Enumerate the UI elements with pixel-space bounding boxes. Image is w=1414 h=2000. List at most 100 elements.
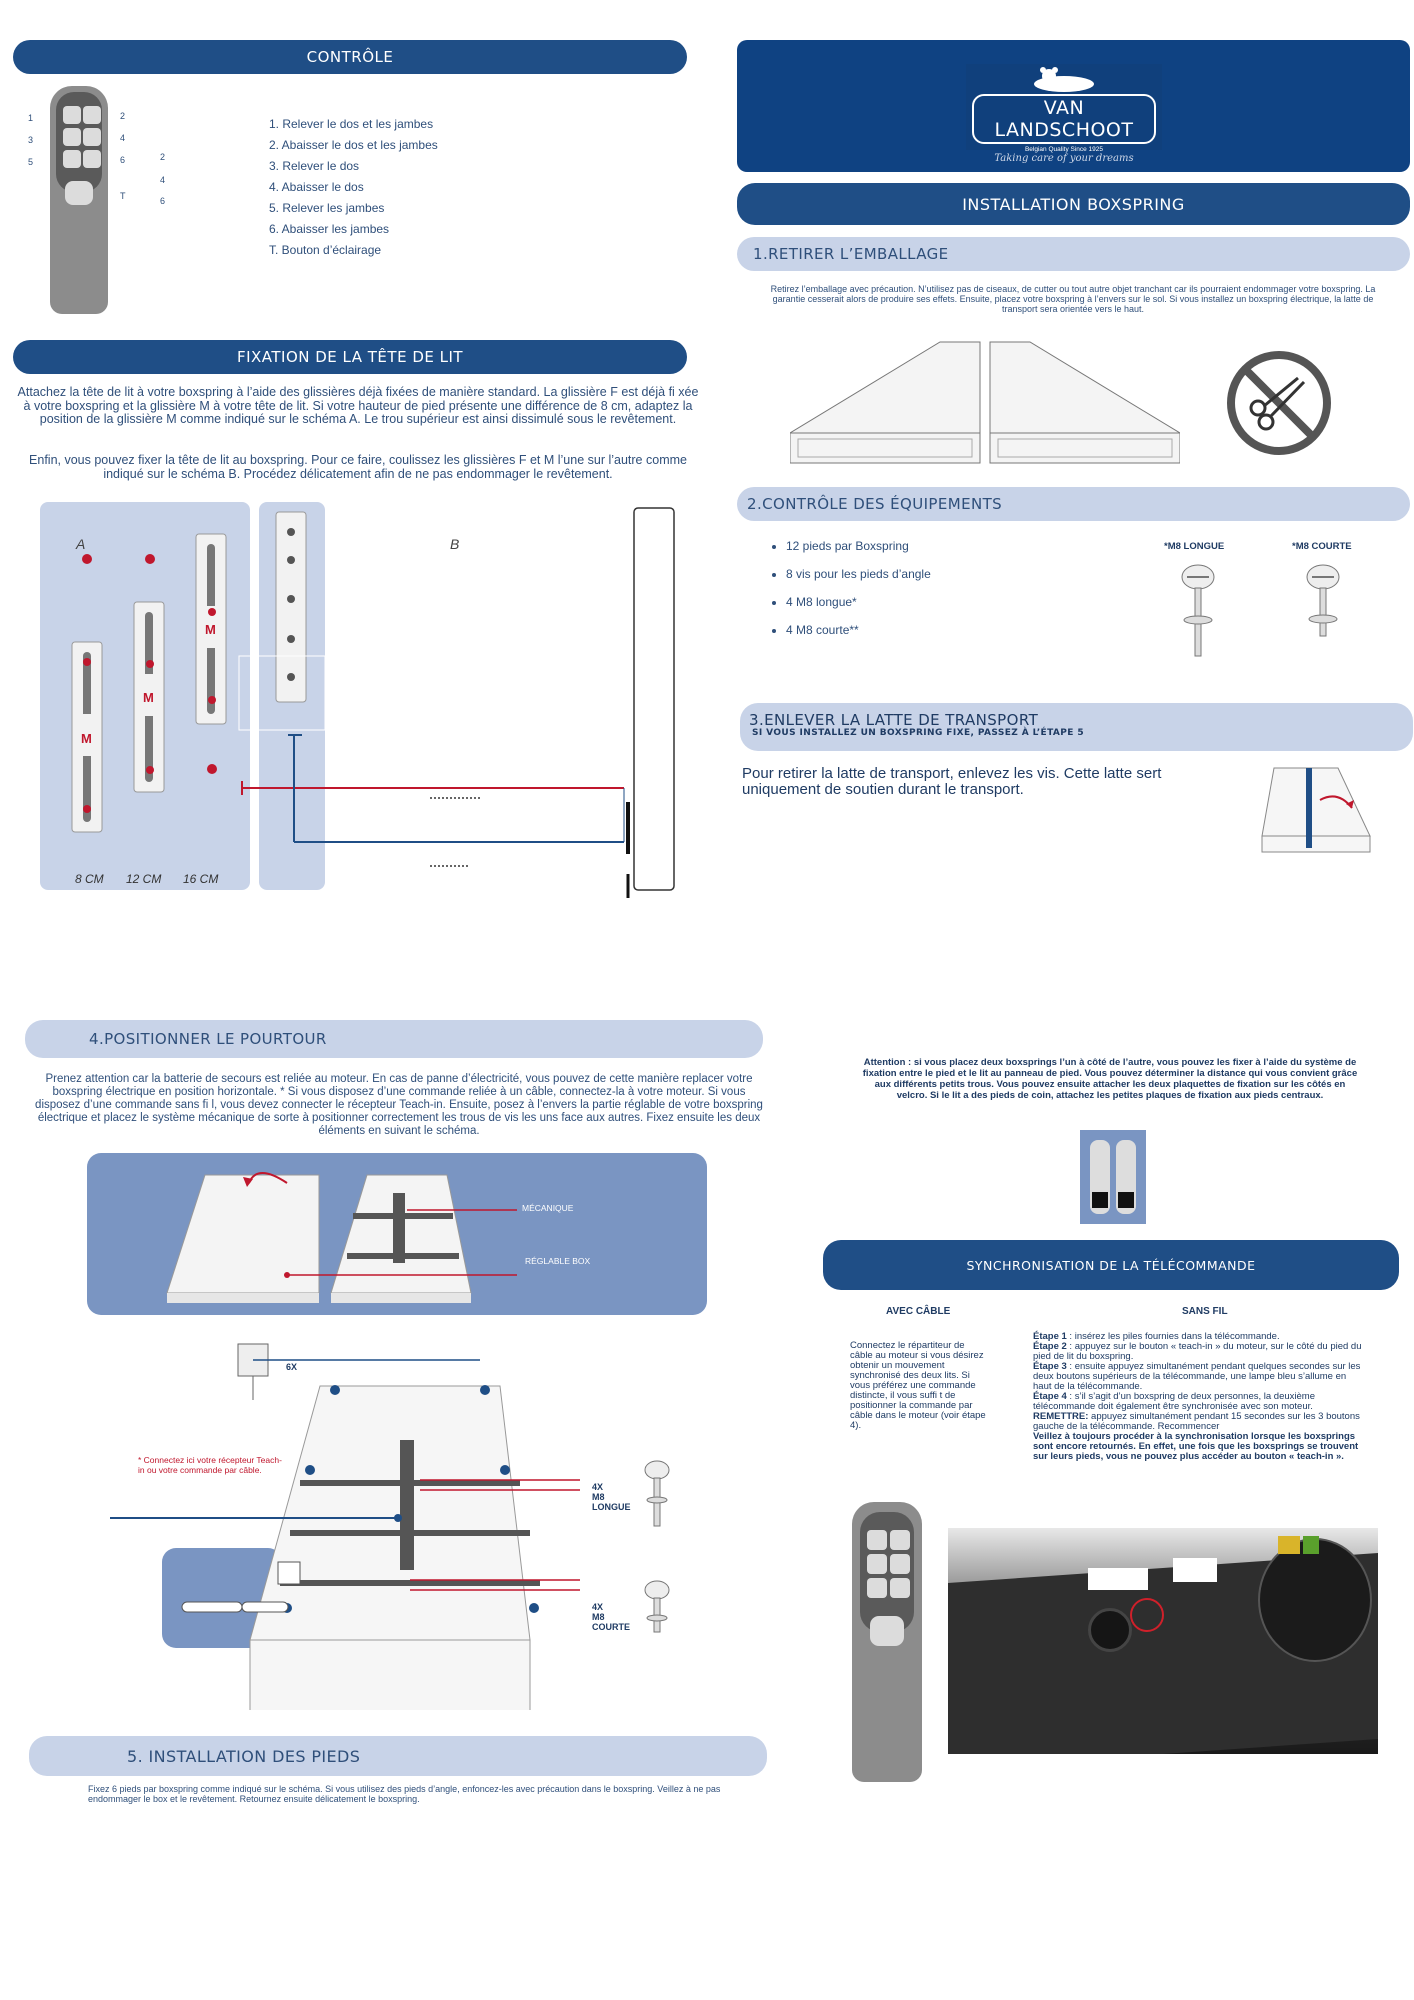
size-label-12cm: 12 CM: [126, 872, 162, 886]
step3-header: 3.ENLEVER LA LATTE DE TRANSPORT SI VOUS …: [740, 703, 1413, 751]
type: M8: [592, 1612, 605, 1622]
boxspring-illustration: [790, 341, 1180, 464]
qty: 4X: [592, 1602, 604, 1612]
sync-step: Étape 2 : appuyez sur le bouton « teach-…: [1033, 1341, 1362, 1362]
teach-in-button-highlight: [1130, 1598, 1164, 1632]
remote-button-1: [63, 106, 81, 124]
label-6x: 6X: [286, 1362, 298, 1372]
remote-button-3: [63, 128, 81, 146]
step5-header: 5. INSTALLATION DES PIEDS: [29, 1736, 767, 1776]
installation-header: INSTALLATION BOXSPRING: [737, 183, 1410, 225]
remote-button-2: [890, 1530, 910, 1550]
controle-item: 2. Abaisser le dos et les jambes: [269, 138, 438, 152]
size-label-8cm: 8 CM: [75, 872, 104, 886]
receiver-note: * Connectez ici votre récepteur Teach-in…: [138, 1455, 282, 1475]
remote-label-2: 2: [120, 111, 126, 121]
brand-quality: Belgian Quality Since 1925: [1024, 146, 1104, 153]
controle-item: 5. Relever les jambes: [269, 201, 385, 215]
size-label-16cm: 16 CM: [183, 872, 219, 886]
motor-photo: [948, 1528, 1378, 1754]
screw-short-label: *M8 COURTE: [1292, 541, 1352, 552]
remote-label-1: 1: [28, 113, 34, 123]
screw-long-qty: 4X M8 LONGUE: [592, 1482, 631, 1512]
sync-header: SYNCHRONISATION DE LA TÉLÉCOMMANDE: [823, 1240, 1399, 1290]
controle-list: 1. Relever le dos et les jambes 2. Abais…: [269, 114, 438, 261]
step1-title: 1.RETIRER L’EMBALLAGE: [753, 245, 949, 263]
label-mecanique: MÉCANIQUE: [522, 1203, 574, 1213]
step3-subtitle: SI VOUS INSTALLEZ UN BOXSPRING FIXE, PAS…: [752, 728, 1085, 738]
light-button: [65, 181, 93, 205]
sync-step: Étape 3 : ensuite appuyez simultanément …: [1033, 1361, 1361, 1392]
length: COURTE: [592, 1622, 630, 1632]
remote-button-2: [83, 106, 101, 124]
screw-long-icon: [1181, 564, 1215, 657]
fixation-paragraph-2: Enfin, vous pouvez fixer la tête de lit …: [29, 453, 687, 481]
remote-label-4b: 4: [160, 175, 166, 185]
controle-item: 1. Relever le dos et les jambes: [269, 117, 434, 131]
remote-label-5: 5: [28, 157, 34, 167]
qty: 4X: [592, 1482, 604, 1492]
controle-item: 3. Relever le dos: [269, 159, 360, 173]
step4-header: 4.POSITIONNER LE POURTOUR: [25, 1020, 763, 1058]
step4-text: Prenez attention car la batterie de seco…: [35, 1073, 763, 1137]
remote-button-1: [867, 1530, 887, 1550]
type: M8: [592, 1492, 605, 1502]
screw-short-icon: [644, 1580, 670, 1633]
controle-title: CONTRÔLE: [306, 48, 394, 66]
remote-button-5: [867, 1578, 887, 1598]
remote-label-2b: 2: [160, 152, 166, 162]
step3-title: 3.ENLEVER LA LATTE DE TRANSPORT: [749, 711, 1039, 729]
sync-step: REMETTRE: appuyez simultanément pendant …: [1033, 1411, 1360, 1432]
sync-step: Étape 1 : insérez les piles fournies dan…: [1033, 1331, 1280, 1342]
screw-long-label: *M8 LONGUE: [1164, 541, 1225, 552]
step5-text: Fixez 6 pieds par boxspring comme indiqu…: [88, 1784, 721, 1804]
screw-short-icon: [1306, 564, 1340, 637]
equipment-item: 8 vis pour les pieds d’angle: [786, 560, 931, 588]
sans-fil-steps: Étape 1 : insérez les piles fournies dan…: [1033, 1332, 1363, 1462]
avec-cable-text: Connectez le répartiteur de câble au mot…: [850, 1340, 986, 1431]
label-reglable-box: RÉGLABLE BOX: [525, 1256, 591, 1266]
avec-cable-title: AVEC CÂBLE: [886, 1306, 951, 1317]
equipment-item: 4 M8 courte**: [786, 616, 931, 644]
equipment-item: 4 M8 longue*: [786, 588, 931, 616]
remote-button-5: [63, 150, 81, 168]
remote-button-4: [890, 1554, 910, 1574]
remote-label-3: 3: [28, 135, 34, 145]
sans-fil-title: SANS FIL: [1182, 1306, 1228, 1317]
sync-step: Étape 4 : s’il s’agit d’un boxspring de …: [1033, 1391, 1315, 1412]
fixation-paragraph-1: Attachez la tête de lit à votre boxsprin…: [17, 385, 699, 426]
remote-control-illustration: [852, 1502, 922, 1782]
frame-assembly-diagram: [110, 1343, 580, 1710]
fixation-title: FIXATION DE LA TÊTE DE LIT: [236, 348, 464, 366]
equipment-list: 12 pieds par Boxspring 8 vis pour les pi…: [762, 532, 931, 644]
brand-tagline: Taking care of your dreams: [994, 153, 1134, 164]
step4-title: 4.POSITIONNER LE POURTOUR: [89, 1030, 327, 1048]
screw-long-icon: [644, 1460, 670, 1527]
transport-slat-illustration: [1261, 767, 1371, 853]
rail-m-letter: M: [205, 622, 216, 637]
controle-header: CONTRÔLE: [13, 40, 687, 74]
remote-button-4: [83, 128, 101, 146]
dual-remote-illustration: [1080, 1130, 1146, 1224]
headboard-diagram: [71, 507, 675, 898]
remote-label-t: T: [120, 191, 126, 201]
rail-m-letter: M: [81, 731, 92, 746]
remote-label-4: 4: [120, 133, 126, 143]
no-scissors-icon: [1227, 351, 1331, 455]
bear-logo-icon: [1034, 67, 1094, 92]
remote-button-3: [867, 1554, 887, 1574]
controle-item: 6. Abaisser les jambes: [269, 222, 390, 236]
sync-title: SYNCHRONISATION DE LA TÉLÉCOMMANDE: [966, 1257, 1256, 1273]
remote-label-6: 6: [120, 155, 126, 165]
equipment-item: 12 pieds par Boxspring: [786, 532, 931, 560]
diagram-b-label: B: [450, 536, 460, 552]
remote-button-6: [83, 150, 101, 168]
screw-short-qty: 4X M8 COURTE: [592, 1602, 630, 1632]
remote-button-6: [890, 1578, 910, 1598]
diagram-a-label: A: [76, 536, 86, 552]
fixation-header: FIXATION DE LA TÊTE DE LIT: [13, 340, 687, 374]
attention-note: Attention : si vous placez deux boxsprin…: [862, 1057, 1358, 1101]
step1-text: Retirez l’emballage avec précaution. N’u…: [770, 284, 1376, 314]
step5-title: 5. INSTALLATION DES PIEDS: [127, 1746, 361, 1766]
light-button: [870, 1616, 904, 1646]
